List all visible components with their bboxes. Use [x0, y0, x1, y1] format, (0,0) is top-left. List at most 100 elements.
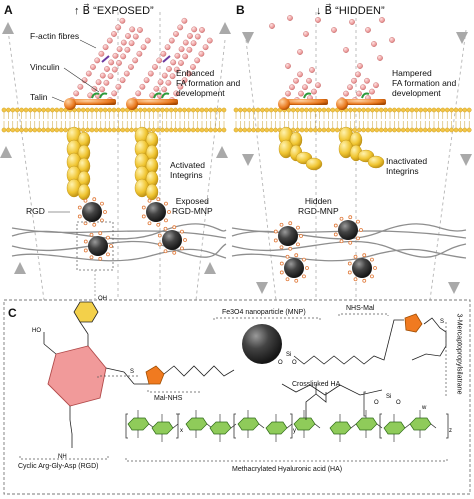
label-mercapto: 3-Mercaptopropylsilatrane — [455, 313, 463, 395]
rgd-ligand — [273, 238, 278, 243]
rgd-ligand — [362, 278, 367, 283]
actin-bead — [94, 57, 101, 64]
actin-bead — [297, 71, 303, 78]
actin-bead — [140, 44, 147, 51]
rgd-mnp — [352, 258, 372, 278]
actin-bead — [191, 26, 198, 33]
rgd-ligand — [296, 242, 300, 247]
cell-membrane-b — [233, 107, 472, 133]
actin-bead — [98, 50, 105, 57]
oh-label: OH — [98, 296, 107, 302]
actin-bead — [373, 82, 379, 89]
rgd-ligand — [141, 214, 146, 219]
actin-bead — [285, 90, 291, 97]
arrow-up-icon — [204, 262, 216, 274]
rgd-ligand — [353, 277, 358, 282]
rgd-ligand — [163, 249, 168, 254]
actin-bead — [137, 27, 143, 33]
lipid-head — [199, 127, 205, 133]
actin-bead — [106, 37, 113, 44]
label-factin: F-actin fibres — [30, 31, 80, 41]
actin-bead — [306, 77, 312, 84]
talin-rod — [72, 99, 116, 105]
lipid-head — [330, 127, 336, 133]
actin-bead — [153, 85, 160, 92]
actin-bead — [347, 84, 353, 91]
label-rgd: RGD — [26, 206, 45, 216]
panel-a-title: ↑ B⃗ “EXPOSED” — [74, 5, 154, 17]
actin-bead — [190, 40, 197, 47]
rgd-ligand — [353, 254, 358, 259]
actin-bead — [269, 23, 275, 29]
talin-head — [336, 98, 348, 110]
actin-bead — [124, 46, 131, 53]
vinculin — [161, 92, 170, 99]
actin-bead — [168, 37, 175, 44]
actin-bead — [99, 86, 106, 93]
rgd-ligand — [83, 198, 88, 203]
actin-bead — [147, 70, 154, 77]
actin-bead — [120, 39, 127, 46]
lipid-head — [190, 127, 196, 133]
lipid-head — [374, 127, 380, 133]
ha-backbone — [127, 410, 437, 442]
rgd-ligand — [92, 197, 97, 202]
actin-bead — [377, 55, 383, 61]
actin-bead — [349, 19, 355, 25]
rgd-ligand — [164, 218, 168, 223]
actin-bead — [186, 46, 193, 53]
actin-bead — [128, 64, 134, 70]
actin-bead — [343, 47, 349, 53]
lipid-head — [264, 127, 270, 133]
rgd-ligand — [347, 270, 352, 275]
actin-bead — [169, 73, 176, 80]
rgd-ligand — [156, 222, 161, 227]
arrow-up-icon — [0, 146, 12, 158]
label-crosslinked-ha: Crosslinked HA — [292, 381, 341, 388]
actin-bead — [287, 15, 293, 21]
actin-bead — [194, 33, 201, 40]
rgd-ligand — [362, 253, 367, 258]
actin-bead — [112, 52, 119, 59]
rgd-ligand — [339, 239, 344, 244]
actin-bead — [202, 44, 209, 51]
integrin-subunit — [367, 155, 385, 169]
actin-bead — [311, 88, 317, 95]
talin-rod — [134, 99, 178, 105]
lipid-head — [23, 127, 29, 133]
actin-bead — [99, 72, 106, 79]
actin-bead — [120, 53, 127, 60]
actin-bead — [128, 40, 135, 47]
panel-b-title: ↓ B⃗ “HIDDEN” — [316, 5, 385, 17]
label-nhs-mal: NHS-Mal — [346, 305, 375, 312]
actin-bead — [115, 83, 122, 90]
actin-bead — [178, 60, 184, 66]
arrow-down-icon — [242, 154, 254, 166]
rgd-ligand — [299, 234, 303, 238]
actin-bead — [73, 90, 80, 97]
actin-bead — [77, 83, 84, 90]
vinculin — [91, 92, 100, 99]
rgd-ligand — [333, 223, 338, 228]
actin-bead — [160, 50, 167, 57]
lipid-head — [155, 127, 161, 133]
actin-bead — [302, 84, 308, 91]
actin-bead — [297, 49, 303, 55]
panel-letter-c: C — [8, 306, 17, 320]
actin-bead — [166, 66, 172, 72]
svg-text:O: O — [292, 360, 297, 366]
actin-bead — [125, 33, 131, 39]
actin-bead — [107, 73, 114, 80]
actin-bead — [111, 90, 118, 97]
lipid-head — [208, 127, 214, 133]
arrow-up-icon — [2, 22, 14, 34]
sub-y: y — [293, 428, 296, 434]
rgd-ligand — [288, 221, 293, 226]
lipid-head — [94, 127, 99, 133]
actin-bead — [152, 64, 158, 70]
actin-bead — [182, 39, 189, 46]
actin-bead — [309, 67, 315, 73]
talin-head — [126, 98, 138, 110]
rgd-ligand — [294, 253, 299, 258]
